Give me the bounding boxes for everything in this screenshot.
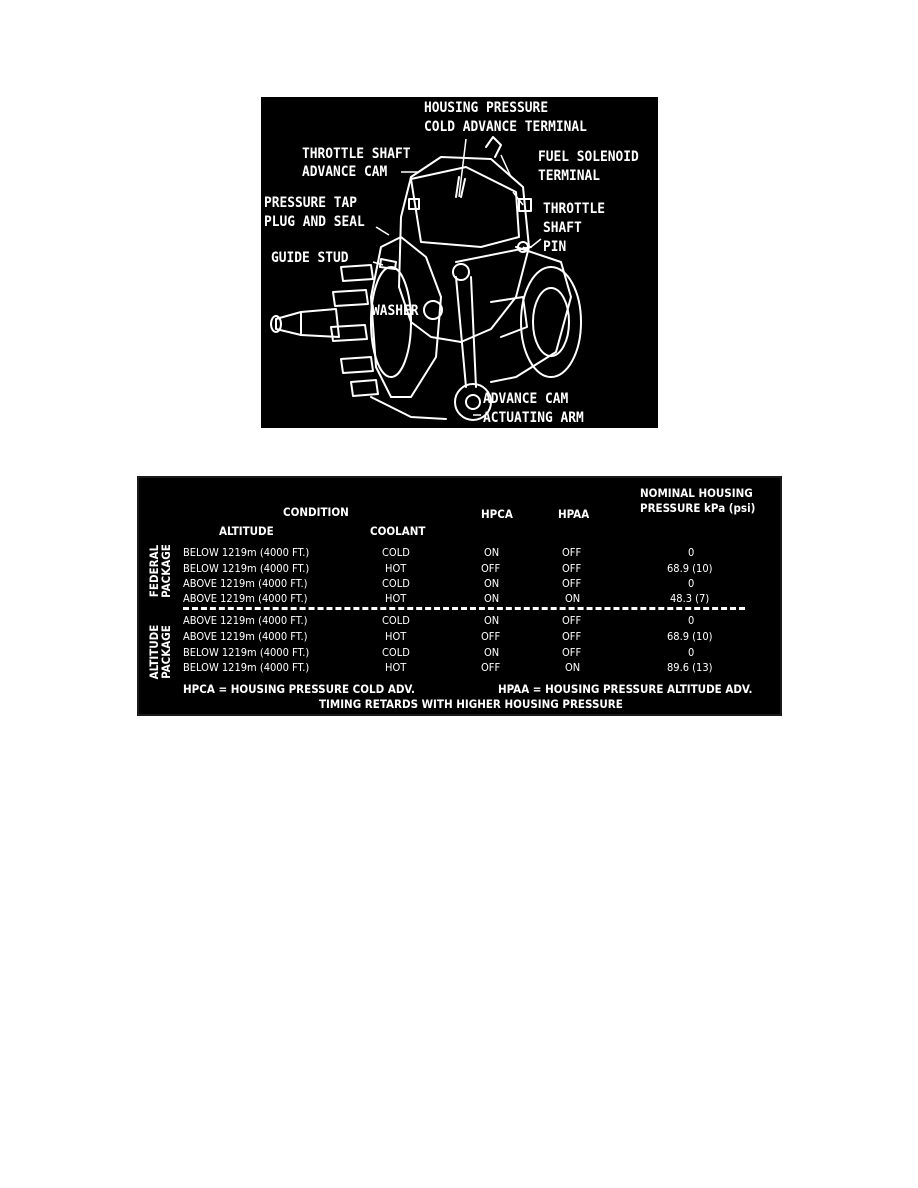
cell-hpca: OFF: [481, 661, 501, 674]
footnote-timing-retards: TIMING RETARDS WITH HIGHER HOUSING PRESS…: [319, 697, 623, 711]
cell-hpca: ON: [484, 646, 500, 659]
header-nominal-line2: PRESSURE kPa (psi): [640, 501, 756, 515]
label-actuating-arm: ACTUATING ARM: [483, 410, 584, 426]
label-fuel-solenoid: FUEL SOLENOID: [538, 149, 639, 165]
cell-hpaa: OFF: [562, 577, 582, 590]
label-guide-stud: GUIDE STUD: [271, 250, 349, 266]
header-altitude: ALTITUDE: [219, 524, 274, 538]
cell-hpaa: OFF: [562, 630, 582, 643]
cell-pressure: 68.9 (10): [667, 630, 713, 643]
cell-coolant: HOT: [385, 562, 407, 575]
cell-coolant: COLD: [382, 614, 410, 627]
cell-hpca: OFF: [481, 630, 501, 643]
cell-coolant: COLD: [382, 646, 410, 659]
cell-hpca: ON: [484, 546, 500, 559]
footnote-hpca-definition: HPCA = HOUSING PRESSURE COLD ADV.: [183, 682, 415, 696]
cell-pressure: 0: [688, 614, 695, 627]
housing-pressure-table: CONDITION ALTITUDE COOLANT HPCA HPAA NOM…: [137, 476, 782, 716]
altitude-package-label: ALTITUDE PACKAGE: [147, 614, 173, 690]
header-condition: CONDITION: [283, 505, 349, 519]
cell-pressure: 89.6 (13): [667, 661, 713, 674]
cell-coolant: HOT: [385, 661, 407, 674]
cell-hpaa: OFF: [562, 646, 582, 659]
cell-altitude: BELOW 1219m (4000 FT.): [183, 562, 310, 575]
cell-hpaa: OFF: [562, 614, 582, 627]
pump-illustration: HOUSING PRESSURE COLD ADVANCE TERMINAL T…: [261, 97, 658, 428]
cell-coolant: HOT: [385, 592, 407, 605]
cell-altitude: ABOVE 1219m (4000 FT.): [183, 614, 308, 627]
cell-coolant: COLD: [382, 577, 410, 590]
cell-altitude: ABOVE 1219m (4000 FT.): [183, 577, 308, 590]
cell-hpca: ON: [484, 577, 500, 590]
cell-altitude: BELOW 1219m (4000 FT.): [183, 661, 310, 674]
cell-pressure: 48.3 (7): [670, 592, 710, 605]
header-hpaa: HPAA: [558, 507, 590, 521]
injection-pump-drawing: [270, 136, 582, 421]
cell-hpca: ON: [484, 614, 500, 627]
label-terminal: TERMINAL: [538, 168, 601, 184]
label-cold-advance-terminal: COLD ADVANCE TERMINAL: [424, 119, 587, 135]
label-washer: WASHER: [372, 303, 419, 319]
label-pressure-tap: PRESSURE TAP: [264, 195, 358, 211]
label-housing-pressure: HOUSING PRESSURE: [424, 100, 549, 116]
cell-hpaa: OFF: [562, 562, 582, 575]
altitude-line2: PACKAGE: [159, 625, 173, 679]
cell-altitude: BELOW 1219m (4000 FT.): [183, 646, 310, 659]
label-advance-cam: ADVANCE CAM: [302, 164, 388, 180]
cell-pressure: 0: [688, 546, 695, 559]
label-pin: PIN: [543, 239, 567, 255]
cell-hpca: ON: [484, 592, 500, 605]
federal-package-label: FEDERAL PACKAGE: [147, 536, 173, 606]
label-shaft: SHAFT: [543, 220, 582, 236]
label-plug-and-seal: PLUG AND SEAL: [264, 214, 365, 230]
package-separator: [183, 607, 745, 610]
cell-altitude: BELOW 1219m (4000 FT.): [183, 546, 310, 559]
cell-hpaa: ON: [565, 592, 581, 605]
cell-hpaa: ON: [565, 661, 581, 674]
cell-altitude: ABOVE 1219m (4000 FT.): [183, 592, 308, 605]
label-throttle-shaft: THROTTLE SHAFT: [302, 146, 411, 162]
cell-pressure: 0: [688, 577, 695, 590]
cell-coolant: HOT: [385, 630, 407, 643]
cell-altitude: ABOVE 1219m (4000 FT.): [183, 630, 308, 643]
cell-pressure: 68.9 (10): [667, 562, 713, 575]
header-nominal-line1: NOMINAL HOUSING: [640, 486, 753, 500]
header-hpca: HPCA: [481, 507, 513, 521]
cell-pressure: 0: [688, 646, 695, 659]
label-advance-cam-bottom: ADVANCE CAM: [483, 391, 569, 407]
label-throttle: THROTTLE: [543, 201, 606, 217]
federal-line2: PACKAGE: [159, 544, 173, 598]
footnote-hpaa-definition: HPAA = HOUSING PRESSURE ALTITUDE ADV.: [498, 682, 753, 696]
header-coolant: COOLANT: [370, 524, 426, 538]
cell-hpaa: OFF: [562, 546, 582, 559]
cell-coolant: COLD: [382, 546, 410, 559]
cell-hpca: OFF: [481, 562, 501, 575]
